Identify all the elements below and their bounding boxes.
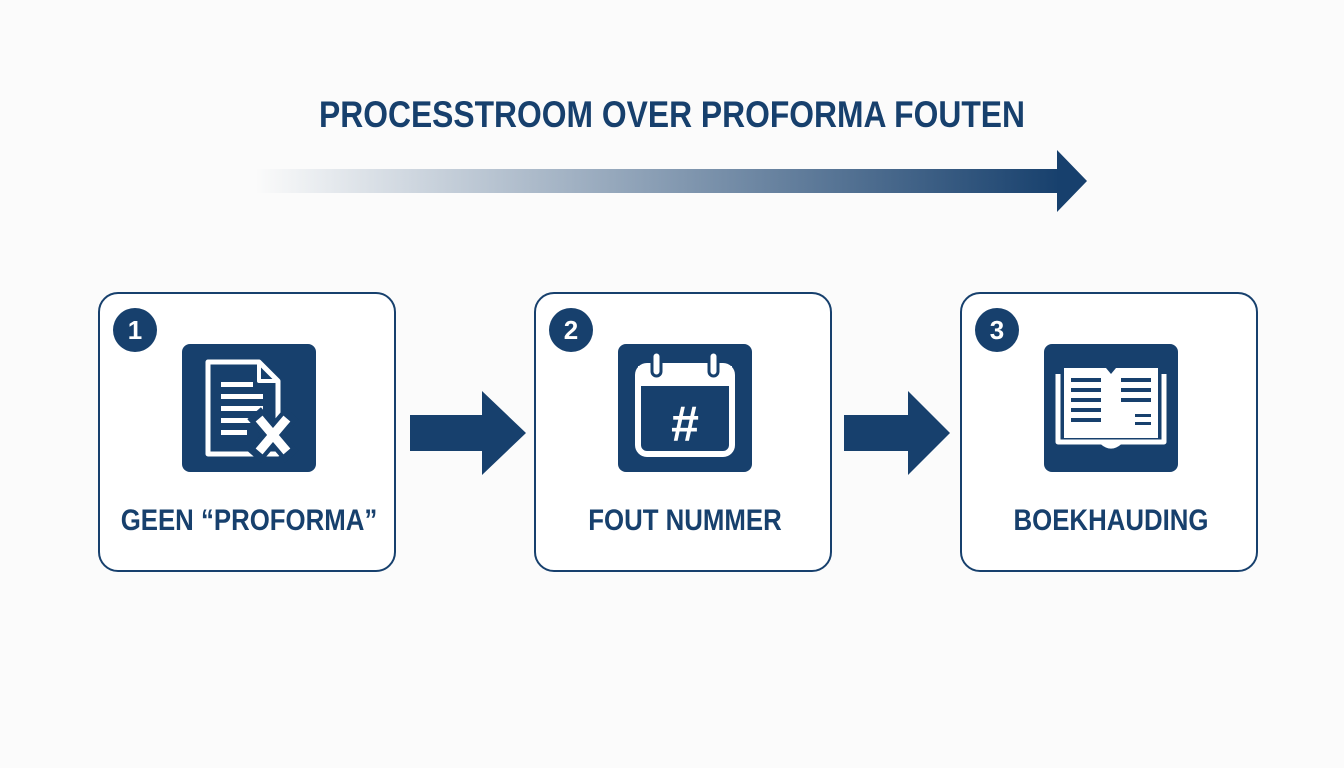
- step-card-3: 3 BOEKHAUDING: [960, 292, 1258, 572]
- calendar-hash-icon: #: [618, 344, 752, 472]
- step-number-badge: 1: [113, 308, 157, 352]
- step-number-badge: 2: [549, 308, 593, 352]
- document-x-icon: [182, 344, 316, 472]
- step-card-2: 2 # FOUT NUMMER: [534, 292, 832, 572]
- step-label: BOEKHAUDING: [1013, 504, 1209, 537]
- step-number-badge: 3: [975, 308, 1019, 352]
- step-card-1: 1 GEEN “PROFORMA”: [98, 292, 396, 572]
- page-title: PROCESSTROOM OVER PROFORMA FOUTEN: [319, 94, 1025, 135]
- open-book-icon: [1044, 344, 1178, 472]
- step-label: GEEN “PROFORMA”: [120, 504, 378, 537]
- step-arrow-2-to-3: [844, 391, 950, 475]
- step-label: FOUT NUMMER: [588, 504, 782, 537]
- flow-direction-arrow: [255, 150, 1087, 212]
- svg-text:#: #: [671, 396, 699, 452]
- step-arrow-1-to-2: [410, 391, 526, 475]
